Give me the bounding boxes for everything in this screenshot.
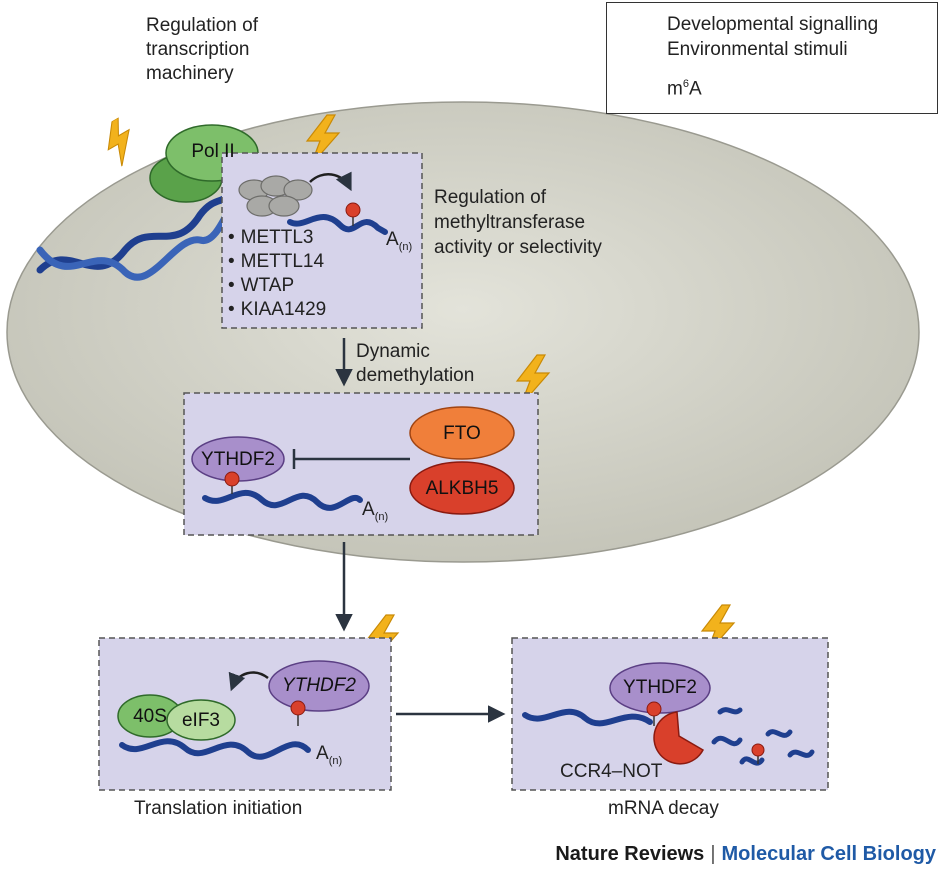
label-decay: mRNA decay <box>608 798 719 819</box>
ccr4-not-complex <box>653 711 705 765</box>
pol2-label: Pol II <box>191 141 235 162</box>
mrna-writer <box>287 214 388 235</box>
writer-item: KIAA1429 <box>228 298 327 322</box>
label-mtase-2: methyltransferase <box>434 212 586 233</box>
m6a-mark <box>646 701 662 717</box>
mrna-fragments <box>711 707 815 766</box>
legend-signal-line1: Developmental signalling <box>667 14 879 35</box>
m6a-mark <box>751 743 765 757</box>
ythdf2-decay-label: YTHDF2 <box>623 677 697 698</box>
credit-separator: | <box>710 843 716 865</box>
label-transcription-1: Regulation of <box>146 15 258 36</box>
journal-name: Nature Reviews <box>555 843 705 865</box>
label-demeth-1: Dynamic <box>356 341 430 362</box>
ribosome-40s-label: 40S <box>133 706 167 727</box>
translation-arrow <box>228 671 269 692</box>
m6a-mark <box>290 700 306 716</box>
label-translation: Translation initiation <box>134 798 303 819</box>
writer-item: METTL3 <box>228 226 326 250</box>
journal-section: Molecular Cell Biology <box>721 843 936 865</box>
label-mtase-1: Regulation of <box>434 187 546 208</box>
eif3-label: eIF3 <box>181 710 221 731</box>
polya-label: A(n) <box>316 743 343 767</box>
inhibition-arrow <box>292 449 410 469</box>
ythdf2-label: YTHDF2 <box>201 449 275 470</box>
writer-complex <box>238 175 313 217</box>
writer-list: METTL3 METTL14 WTAP KIAA1429 <box>228 226 327 322</box>
polya-label: A(n) <box>386 229 413 253</box>
journal-credit: Nature Reviews|Molecular Cell Biology <box>555 843 936 866</box>
ccr4-not-label: CCR4–NOT <box>560 761 663 782</box>
label-transcription-3: machinery <box>146 63 234 84</box>
ythdf2-translation-label: YTHDF2 <box>282 675 356 696</box>
polya-label: A(n) <box>362 499 389 523</box>
label-demeth-2: demethylation <box>356 365 475 386</box>
writer-arrow <box>309 171 352 192</box>
mrna-decay <box>522 708 653 727</box>
label-mtase-3: activity or selectivity <box>434 237 602 258</box>
mrna-translation <box>119 738 311 760</box>
writer-item: WTAP <box>228 274 326 298</box>
signal-bolt-icon <box>96 115 144 169</box>
legend-signal-line2: Environmental stimuli <box>667 39 848 60</box>
label-transcription-2: transcription <box>146 39 250 60</box>
legend-m6a-label: m6A <box>667 78 702 100</box>
legend: Developmental signalling Environmental s… <box>606 2 938 114</box>
dna-helix <box>36 186 239 281</box>
writer-item: METTL14 <box>228 250 326 274</box>
mrna-eraser <box>202 490 363 511</box>
m6a-mark <box>345 202 361 218</box>
m6a-mark <box>224 471 240 487</box>
fto-label: FTO <box>443 423 481 444</box>
alkbh5-label: ALKBH5 <box>425 478 499 499</box>
